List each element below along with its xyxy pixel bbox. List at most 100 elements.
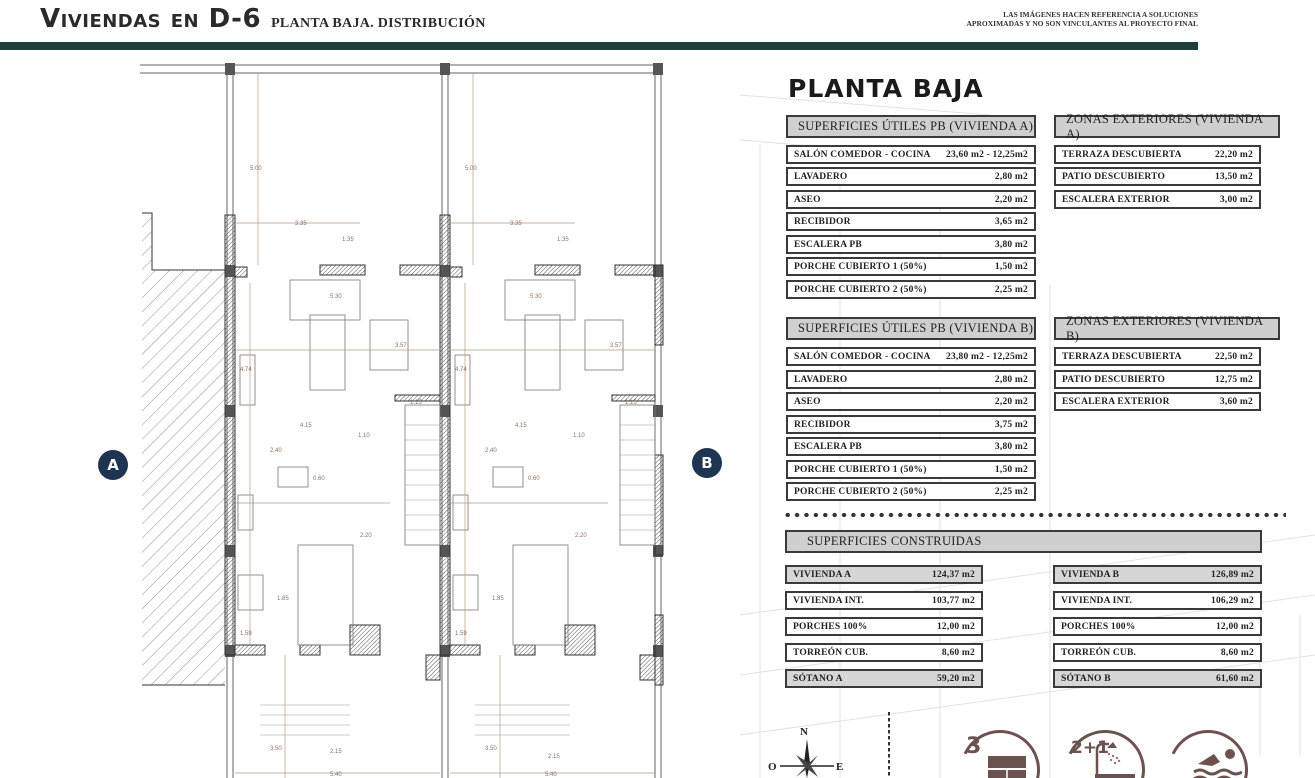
utiles-b-row: PORCHE CUBIERTO 2 (50%) 2,25 m2 bbox=[786, 482, 1036, 501]
row-value: 2,25 m2 bbox=[994, 486, 1028, 497]
dim-counter-b: 0.60 bbox=[528, 476, 540, 482]
row-label: TERRAZA DESCUBIERTA bbox=[1062, 351, 1182, 362]
dim-wc-height-b: 1.85 bbox=[492, 596, 504, 602]
dim-garden-a: 3.50 bbox=[270, 746, 282, 752]
row-value: 1,50 m2 bbox=[994, 464, 1028, 475]
dim-stair-width-b: 1.15 bbox=[625, 400, 637, 406]
row-label: ESCALERA EXTERIOR bbox=[1062, 194, 1170, 205]
dim-kitchen-width-b: 2.40 bbox=[485, 448, 497, 454]
utiles-a-row: RECIBIDOR 3,65 m2 bbox=[786, 212, 1036, 231]
row-label: SÓTANO A bbox=[793, 673, 843, 684]
dim-laundry-b: 1.59 bbox=[455, 631, 467, 637]
house-a-marker: A bbox=[98, 450, 128, 480]
utiles-a-row: PORCHE CUBIERTO 2 (50%) 2,25 m2 bbox=[786, 280, 1036, 299]
row-value: 8,60 m2 bbox=[941, 647, 975, 658]
dashed-divider bbox=[888, 712, 890, 778]
title-subtitle: PLANTA BAJA. DISTRIBUCIÓN bbox=[271, 16, 486, 31]
utiles-b-row: ASEO 2,20 m2 bbox=[786, 392, 1036, 411]
utiles-b-row: LAVADERO 2,80 m2 bbox=[786, 370, 1036, 389]
construidas-header: SUPERFICIES CONSTRUIDAS bbox=[785, 530, 1262, 553]
construidas-b-row: PORCHES 100%12,00 m2 bbox=[1053, 617, 1262, 636]
pool-feature bbox=[1156, 718, 1260, 778]
row-value: 3,80 m2 bbox=[994, 239, 1028, 250]
row-value: 13,50 m2 bbox=[1214, 171, 1253, 182]
dim-stair-width-a: 1.15 bbox=[410, 400, 422, 406]
row-label: RECIBIDOR bbox=[794, 216, 851, 227]
shower-icon bbox=[1095, 742, 1135, 778]
row-label: VIVIENDA A bbox=[793, 569, 852, 580]
row-label: ASEO bbox=[794, 194, 821, 205]
construidas-a-row: TORREÓN CUB.8,60 m2 bbox=[785, 643, 983, 662]
swimmer-icon bbox=[1193, 749, 1242, 778]
dim-porch-depth-a: 5.00 bbox=[250, 166, 262, 172]
dim-ext-stair-a: 2.15 bbox=[330, 749, 342, 755]
exteriores-a-row: TERRAZA DESCUBIERTA 22,20 m2 bbox=[1054, 145, 1261, 164]
row-label: PORCHE CUBIERTO 2 (50%) bbox=[794, 284, 927, 295]
row-value: 2,25 m2 bbox=[994, 284, 1028, 295]
dim-total-a: 5.40 bbox=[330, 772, 342, 778]
row-value: 2,80 m2 bbox=[994, 171, 1028, 182]
row-value: 3,00 m2 bbox=[1219, 194, 1253, 205]
header-bar bbox=[0, 42, 1198, 50]
construidas-b-row: VIVIENDA INT. 106,29 m2 bbox=[1053, 591, 1262, 610]
row-label: VIVIENDA INT. bbox=[793, 595, 865, 606]
section-title: PLANTA BAJA bbox=[788, 74, 984, 103]
row-value: 2,20 m2 bbox=[994, 396, 1028, 407]
row-label: LAVADERO bbox=[794, 374, 848, 385]
row-value: 23,80 m2 - 12,25m2 bbox=[946, 351, 1028, 362]
dim-kitchen-depth-b: 2.20 bbox=[575, 533, 587, 539]
dim-living-height-b: 4.74 bbox=[455, 367, 467, 373]
dim-kitchen-depth-a: 2.20 bbox=[360, 533, 372, 539]
dim-dining-a: 3.57 bbox=[395, 343, 407, 349]
row-label: ASEO bbox=[794, 396, 821, 407]
row-label: SALÓN COMEDOR - COCINA bbox=[794, 149, 931, 160]
row-label: PORCHE CUBIERTO 1 (50%) bbox=[794, 464, 927, 475]
row-label: PORCHE CUBIERTO 2 (50%) bbox=[794, 486, 927, 497]
row-value: 3,80 m2 bbox=[994, 441, 1028, 452]
dim-garden-b: 3.50 bbox=[485, 746, 497, 752]
exteriores-b-row: TERRAZA DESCUBIERTA 22,50 m2 bbox=[1054, 347, 1261, 366]
bathrooms-count: 2+1 bbox=[1071, 738, 1109, 758]
dim-dining-b: 3.57 bbox=[610, 343, 622, 349]
row-value: 22,20 m2 bbox=[1214, 149, 1253, 160]
row-value: 3,60 m2 bbox=[1219, 396, 1253, 407]
row-label: PORCHE CUBIERTO 1 (50%) bbox=[794, 261, 927, 272]
row-label: PATIO DESCUBIERTO bbox=[1062, 171, 1166, 182]
compass-west: O bbox=[768, 761, 777, 773]
row-value: 106,29 m2 bbox=[1211, 595, 1254, 606]
row-label: VIVIENDA B bbox=[1061, 569, 1120, 580]
utiles-a-row: PORCHE CUBIERTO 1 (50%) 1,50 m2 bbox=[786, 257, 1036, 276]
exteriores-a-header: ZONAS EXTERIORES (VIVIENDA A) bbox=[1054, 112, 1280, 141]
row-value: 3,65 m2 bbox=[994, 216, 1028, 227]
dim-hall-b: 1.10 bbox=[573, 433, 585, 439]
compass-east: E bbox=[836, 761, 843, 773]
dim-hall-width-a: 4.15 bbox=[300, 423, 312, 429]
row-value: 8,60 m2 bbox=[1220, 647, 1254, 658]
construidas-b-row: TORREÓN CUB.8,60 m2 bbox=[1053, 643, 1262, 662]
exteriores-b-header: ZONAS EXTERIORES (VIVIENDA B) bbox=[1054, 314, 1280, 343]
dim-hall-a: 1.10 bbox=[358, 433, 370, 439]
construidas-a-row: PORCHES 100%12,00 m2 bbox=[785, 617, 983, 636]
dim-porch-offset-a: 1.35 bbox=[342, 237, 354, 243]
utiles-b-row: ESCALERA PB 3,80 m2 bbox=[786, 437, 1036, 456]
row-value: 22,50 m2 bbox=[1214, 351, 1253, 362]
house-b-marker: B bbox=[692, 448, 722, 478]
row-label: TERRAZA DESCUBIERTA bbox=[1062, 149, 1182, 160]
dim-wc-height-a: 1.85 bbox=[277, 596, 289, 602]
row-label: ESCALERA PB bbox=[794, 441, 862, 452]
utiles-a-header: SUPERFICIES ÚTILES PB (VIVIENDA A) bbox=[786, 115, 1036, 138]
row-label: VIVIENDA INT. bbox=[1061, 595, 1133, 606]
disclaimer-line-1: LAS IMÁGENES HACEN REFERENCIA A SOLUCION… bbox=[1003, 10, 1198, 19]
row-value: 1,50 m2 bbox=[994, 261, 1028, 272]
title-main: Viviendas en D-6 bbox=[40, 4, 262, 34]
dim-living-width-b: 5.30 bbox=[530, 294, 542, 300]
row-value: 2,80 m2 bbox=[994, 374, 1028, 385]
page-title: Viviendas en D-6 PLANTA BAJA. DISTRIBUCI… bbox=[40, 4, 486, 34]
floor-plan-drawing: 5.00 5.00 3.35 3.35 1.35 1.35 5.30 5.30 … bbox=[140, 63, 664, 778]
row-label: PATIO DESCUBIERTO bbox=[1062, 374, 1166, 385]
